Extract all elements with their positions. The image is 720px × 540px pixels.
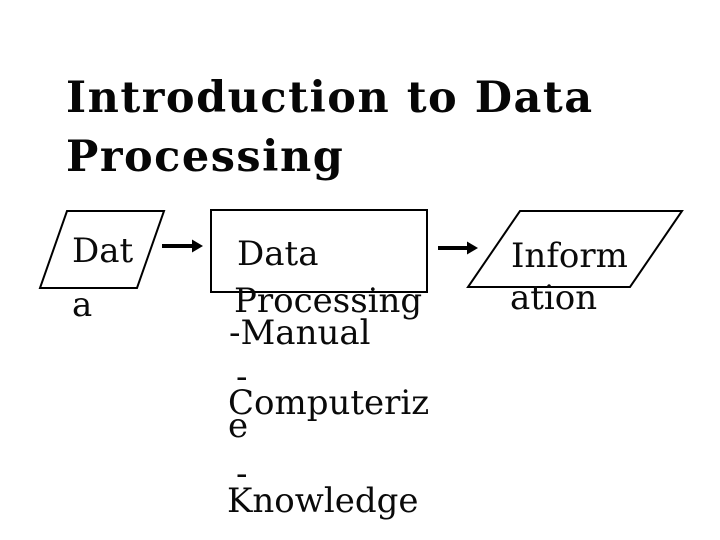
slide-title: Introduction to Data Processing	[66, 69, 594, 187]
process-label-line: Processing	[234, 281, 423, 321]
process-rectangle	[210, 209, 428, 293]
process-label-line: -Manual	[229, 313, 371, 353]
slide-title-line1: Introduction to Data	[66, 73, 594, 123]
slide-title-line2: Processing	[66, 132, 345, 182]
arrow-right-icon	[438, 241, 478, 255]
output-label-line: Inform	[511, 236, 628, 276]
process-label-line: Computeriz	[228, 383, 430, 423]
input-label-line: a	[72, 285, 93, 325]
input-label-line: Dat	[72, 231, 134, 271]
input-parallelogram	[38, 210, 166, 289]
process-label-line: Data	[237, 234, 319, 274]
process-label-line: e	[228, 406, 249, 446]
process-label-line: Knowledge	[227, 481, 419, 521]
arrow-right-icon	[162, 239, 203, 253]
process-label-line: -	[236, 357, 248, 397]
process-label-line: -	[236, 454, 248, 494]
output-parallelogram	[466, 210, 684, 288]
output-label-line: ation	[510, 278, 598, 318]
